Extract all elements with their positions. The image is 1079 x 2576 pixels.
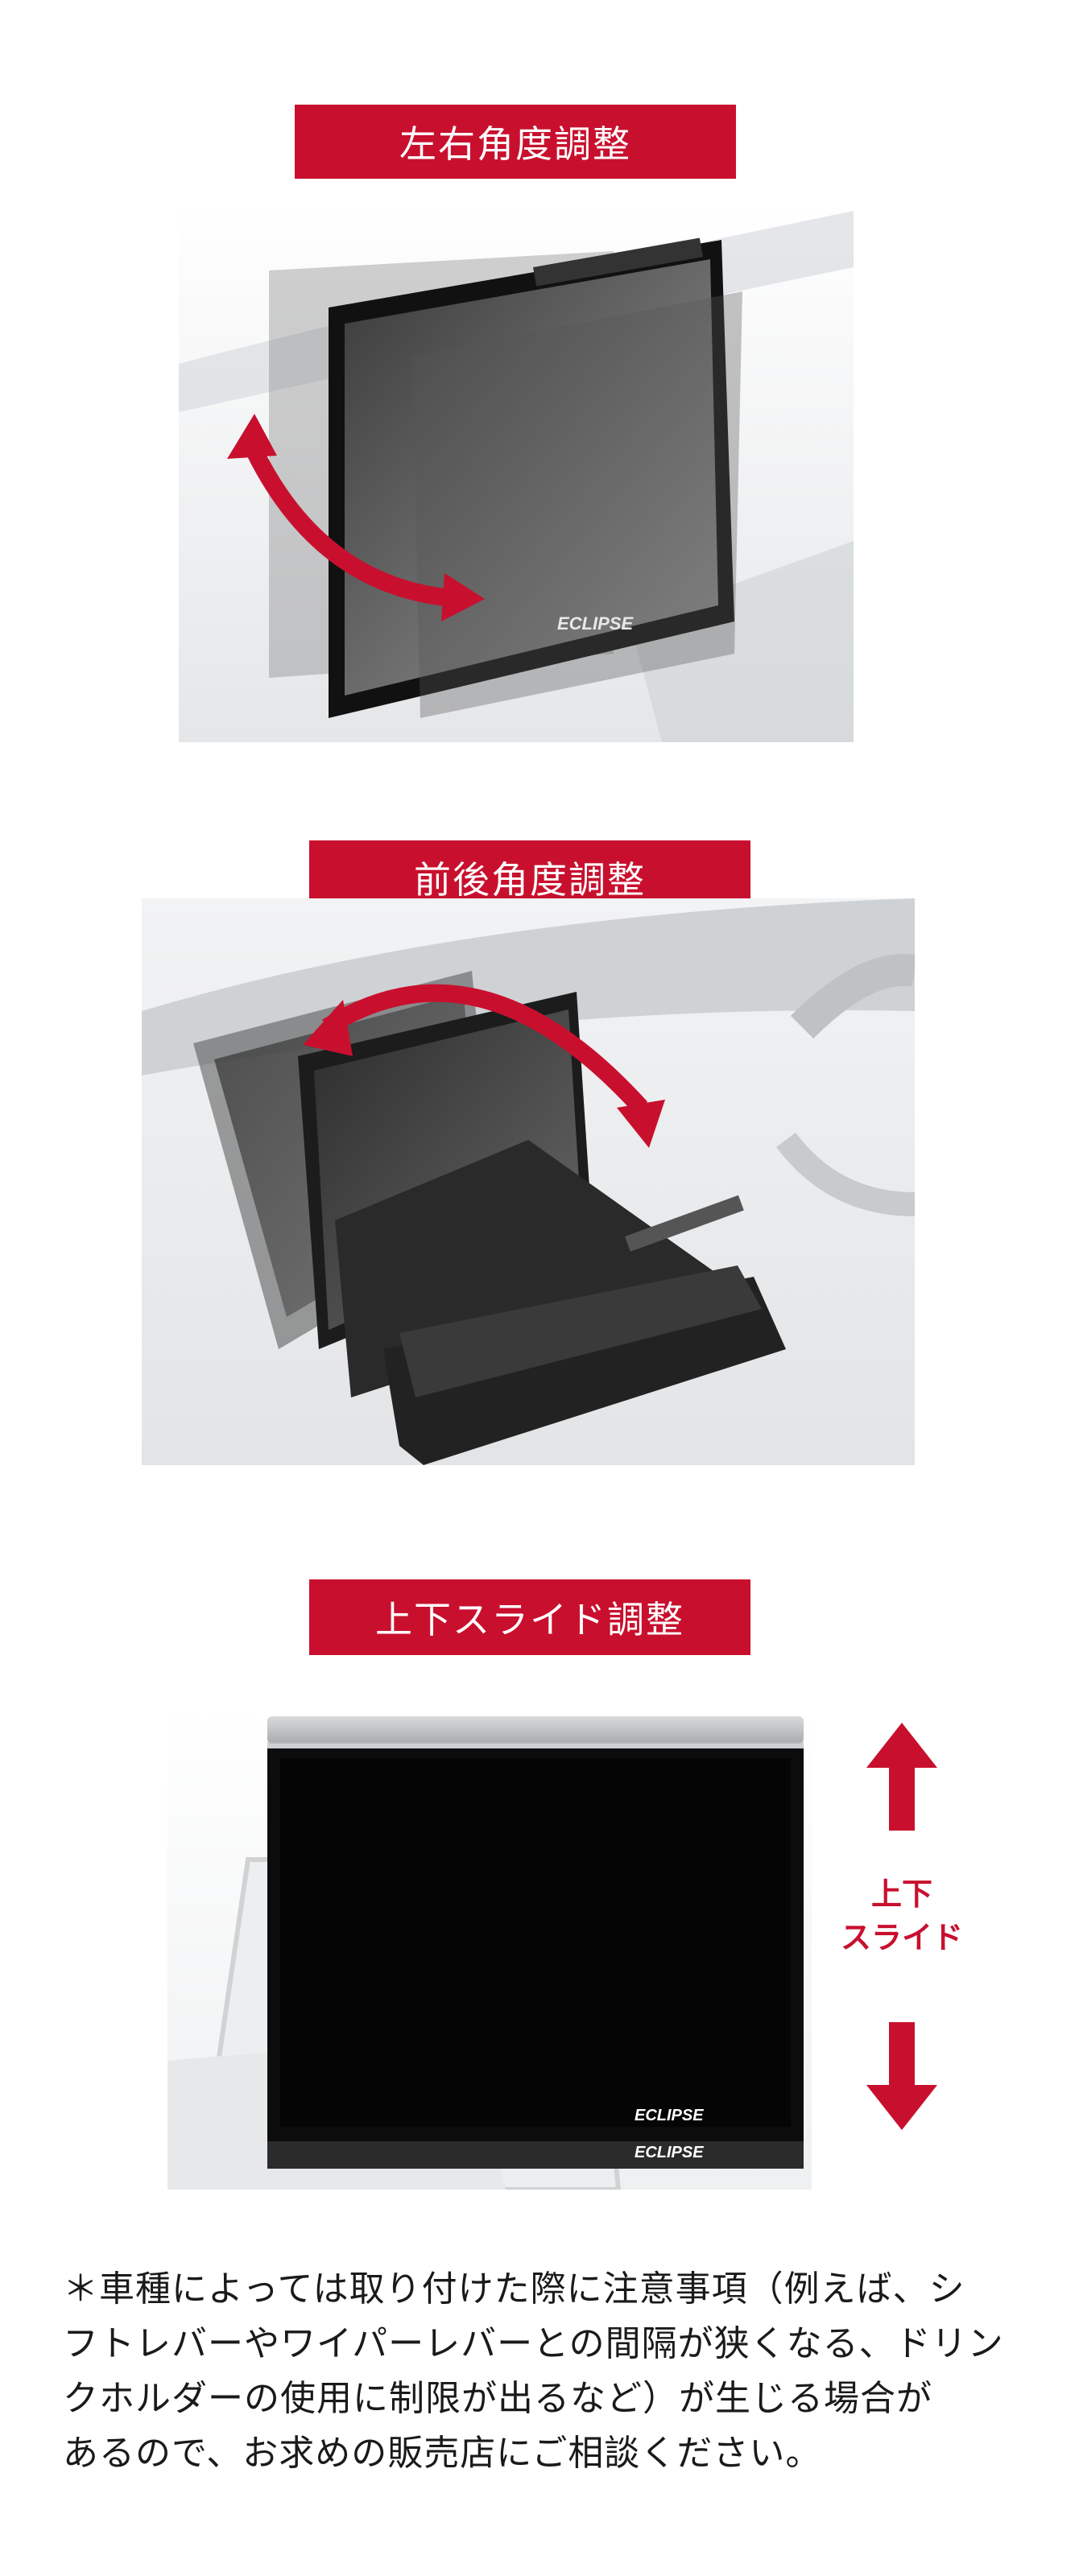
tilt-adjust-photo — [142, 898, 915, 1465]
arrow-up-icon — [866, 1723, 937, 1831]
slide-label-line2: スライド — [840, 1920, 963, 1955]
slide-label: 上下 スライド — [821, 1872, 982, 1959]
brand-logo: ECLIPSE — [557, 613, 634, 634]
swivel-adjust-photo: ECLIPSE — [179, 203, 854, 742]
note-line: クホルダーの使用に制限が出るなど）が生じる場合が — [63, 2378, 932, 2419]
note-line: フトレバーやワイパーレバーとの間隔が狭くなる、ドリン — [63, 2323, 1004, 2364]
slide-adjust-photo: ECLIPSE ECLIPSE — [167, 1707, 812, 2190]
arrow-down-icon — [866, 2022, 937, 2130]
section-title-slide: 上下スライド調整 — [309, 1579, 750, 1655]
brand-logo-upper: ECLIPSE — [635, 2107, 704, 2124]
brand-logo-lower: ECLIPSE — [635, 2144, 704, 2161]
note-line: ＊車種によっては取り付けた際に注意事項（例えば、シ — [63, 2268, 965, 2310]
note-line: あるので、お求めの販売店にご相談ください。 — [63, 2433, 822, 2474]
section-title-swivel: 左右角度調整 — [295, 105, 736, 179]
slide-label-line1: 上下 — [870, 1876, 932, 1912]
note-text: ＊車種によっては取り付けた際に注意事項（例えば、シ フトレバーやワイパーレバーと… — [63, 2262, 1029, 2481]
